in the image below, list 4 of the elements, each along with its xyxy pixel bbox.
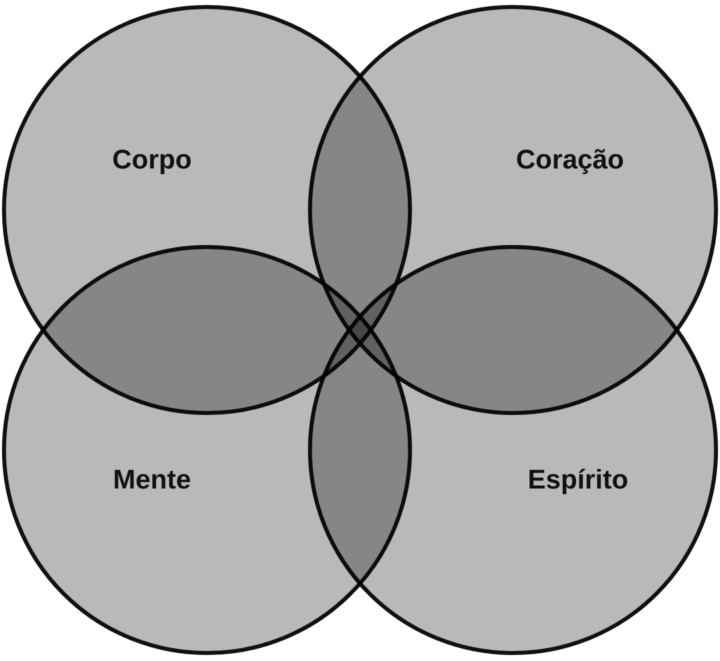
circle-label: Coração — [516, 144, 624, 176]
circle-label: Mente — [113, 464, 191, 496]
circle-label: Corpo — [112, 144, 192, 176]
circle-label: Espírito — [528, 464, 628, 496]
